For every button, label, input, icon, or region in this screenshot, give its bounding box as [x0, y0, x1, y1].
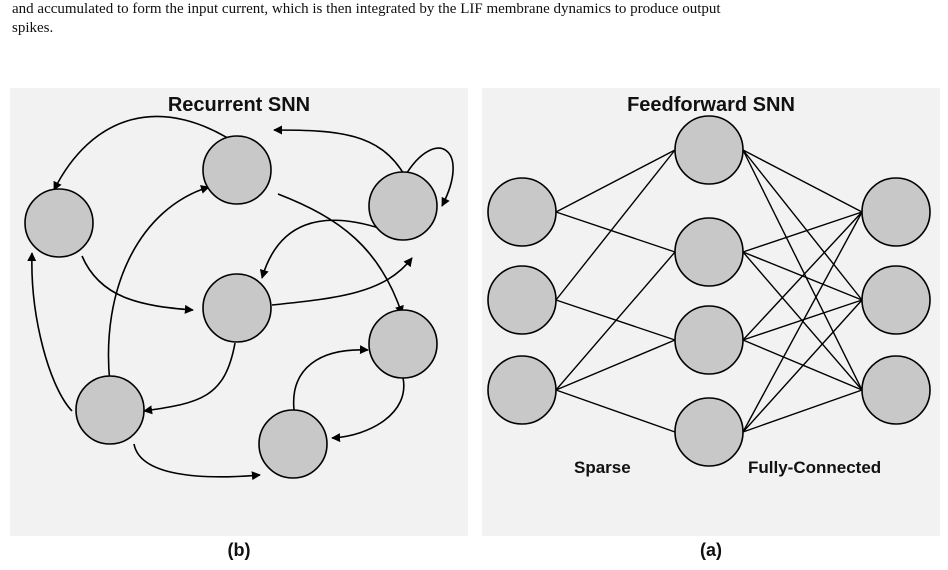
- feedforward-snn-panel: Feedforward SNN: [482, 88, 940, 536]
- edge-h3-o1: [742, 211, 863, 341]
- hidden-layer: [674, 115, 744, 467]
- edge-n3-n2: [273, 125, 406, 177]
- edge-n3-n4: [259, 219, 386, 279]
- edge-n2-n1: [53, 115, 247, 191]
- feedforward-snn-diagram: [487, 115, 931, 467]
- neuron-r2: [202, 135, 272, 205]
- subfigure-label-a: (a): [700, 540, 722, 560]
- subfigure-label-b: (b): [227, 540, 251, 560]
- edge-n3-self: [404, 147, 454, 207]
- neuron-r4: [202, 273, 272, 343]
- neuron-output-3: [861, 355, 931, 425]
- recurrent-snn-title: Recurrent SNN: [167, 94, 311, 116]
- edge-h1-o3: [742, 149, 863, 391]
- neuron-output-2: [861, 265, 931, 335]
- neuron-r7: [258, 409, 328, 479]
- edge-n4-n3: [271, 257, 413, 306]
- edge-n7-n6: [292, 345, 369, 411]
- edge-n2-n6: [277, 193, 404, 315]
- fully-connected-connections: [742, 149, 863, 433]
- neuron-hidden-4: [674, 397, 744, 467]
- neuron-r1: [24, 188, 94, 258]
- edge-n5-n1: [27, 252, 73, 412]
- neuron-r6: [368, 309, 438, 379]
- neuron-input-2: [487, 265, 557, 335]
- neuron-input-1: [487, 177, 557, 247]
- edge-n5-n7: [133, 443, 261, 481]
- edge-h2-o1: [742, 211, 863, 253]
- neuron-input-3: [487, 355, 557, 425]
- edge-i3-h4: [555, 389, 676, 433]
- edge-i1-h1: [555, 149, 676, 213]
- edge-n1-n4: [81, 255, 194, 314]
- edge-h1-o2: [742, 149, 863, 301]
- edge-i2-h1: [555, 149, 676, 301]
- feedforward-snn-title: Feedforward SNN: [627, 94, 795, 116]
- edge-n4-n5: [143, 342, 236, 415]
- edge-h1-o1: [742, 149, 863, 213]
- edge-i1-h2: [555, 211, 676, 253]
- recurrent-snn-diagram: [24, 115, 454, 481]
- edge-h3-o2: [742, 299, 863, 341]
- neuron-output-1: [861, 177, 931, 247]
- output-layer: [861, 177, 931, 425]
- caption-line-1: and accumulated to form the input curren…: [12, 1, 721, 17]
- edge-n6-n7: [331, 377, 405, 443]
- edge-i3-h2: [555, 251, 676, 391]
- edge-h4-o3: [742, 389, 863, 433]
- sparse-connections: [555, 149, 676, 433]
- edge-i3-h3: [555, 339, 676, 391]
- recurrent-snn-panel: Recurrent SNN: [10, 88, 468, 536]
- neuron-r5: [75, 375, 145, 445]
- neuron-hidden-2: [674, 217, 744, 287]
- figure-caption: and accumulated to form the input curren…: [12, 0, 942, 38]
- sparse-label: Sparse: [574, 458, 631, 477]
- recurrent-connections: [27, 115, 454, 481]
- input-layer: [487, 177, 557, 425]
- neuron-r3: [368, 171, 438, 241]
- neuron-hidden-1: [674, 115, 744, 185]
- neuron-hidden-3: [674, 305, 744, 375]
- caption-line-2: spikes.: [12, 20, 54, 36]
- fully-connected-label: Fully-Connected: [748, 458, 882, 477]
- recurrent-neurons: [24, 135, 438, 479]
- edge-n5-n2: [107, 185, 210, 385]
- edge-h4-o2: [742, 299, 863, 433]
- edge-h4-o1: [742, 211, 863, 433]
